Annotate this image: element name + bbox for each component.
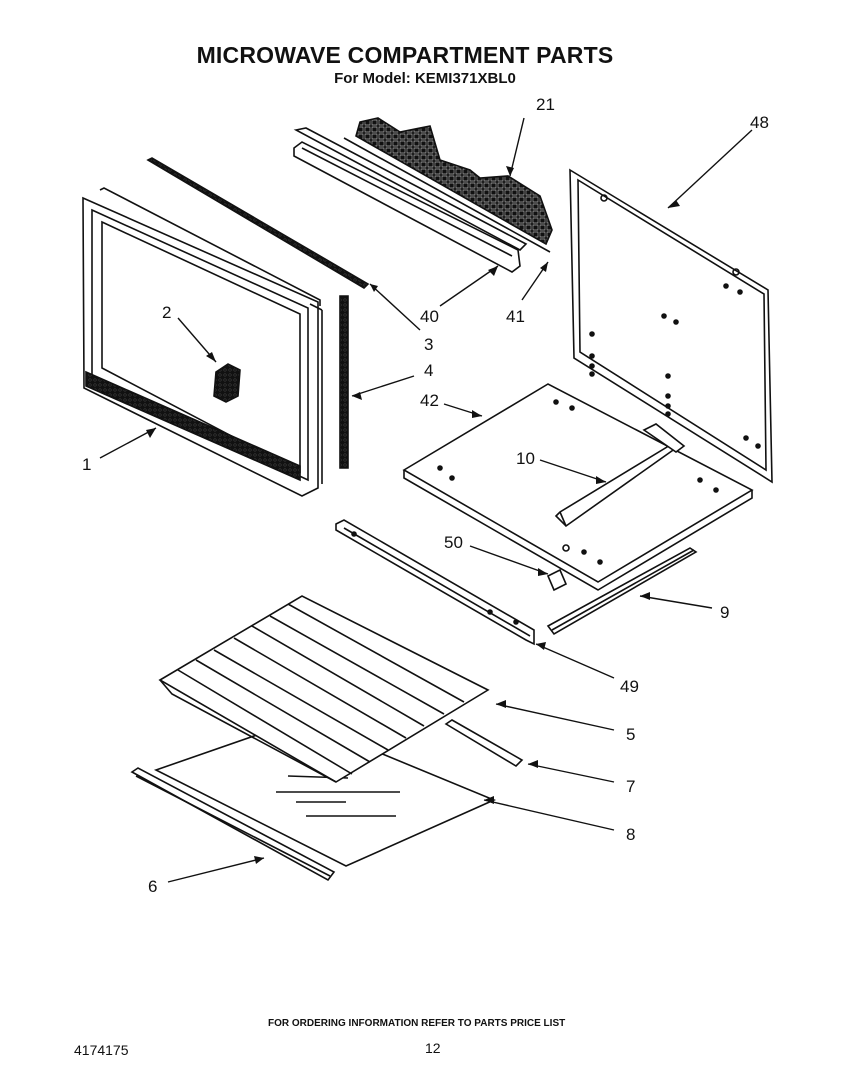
l-bracket-part [556,424,684,526]
callout-21: 21 [536,95,555,114]
back-panel-part [570,170,772,482]
callout-49: 49 [620,677,639,696]
callout-10: 10 [516,449,535,468]
corrugated-tray-part [160,596,488,782]
base-plate-part [404,384,752,590]
callout-8: 8 [626,825,635,844]
small-rail-part [446,720,522,766]
top-strip-part [148,158,368,288]
callout-1: 1 [82,455,91,474]
callout-5: 5 [626,725,635,744]
ordering-note: FOR ORDERING INFORMATION REFER TO PARTS … [268,1018,566,1029]
callout-7: 7 [626,777,635,796]
small-block-part [214,364,240,402]
callout-6: 6 [148,877,157,896]
angled-rail-part [336,520,534,644]
small-clip-part [548,570,566,590]
callout-40: 40 [420,307,439,326]
front-frame-part [83,188,322,496]
leader-lines [100,118,752,882]
callout-3: 3 [424,335,433,354]
side-rail-part [548,548,696,634]
front-rail-part [132,768,334,880]
callout-42: 42 [420,391,439,410]
side-seal-part [340,296,348,468]
callout-50: 50 [444,533,463,552]
diagram-title: MICROWAVE COMPARTMENT PARTS [196,42,614,68]
callout-41: 41 [506,307,525,326]
model-subtitle: For Model: KEMI371XBL0 [334,70,516,87]
callout-4: 4 [424,361,433,380]
callout-labels: 1 2 3 4 5 6 7 8 9 10 21 40 41 42 48 49 5… [82,95,769,896]
upper-channel-part [294,128,526,272]
page-number: 12 [425,1040,441,1056]
callout-2: 2 [162,303,171,322]
document-number: 4174175 [74,1042,129,1058]
callout-9: 9 [720,603,729,622]
arrowheads [146,166,680,864]
perforated-shield-part [344,118,552,252]
callout-48: 48 [750,113,769,132]
